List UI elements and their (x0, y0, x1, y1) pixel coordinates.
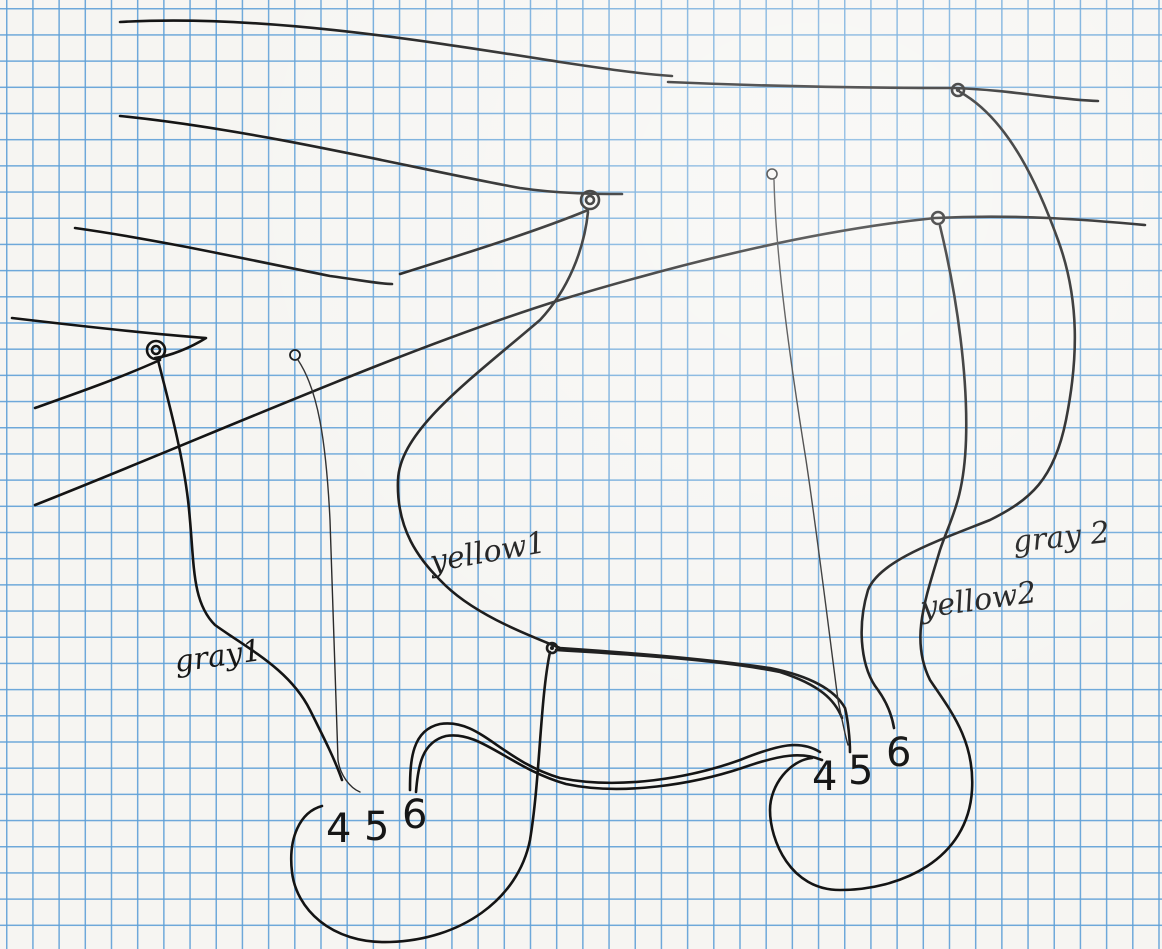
label-gray2: gray 2 (1011, 515, 1111, 560)
wire-thin-right (773, 179, 849, 746)
right-pin-4: 4 (812, 754, 837, 800)
right-pin-6: 6 (886, 730, 911, 776)
upper-line-c (118, 114, 624, 196)
wire-gray2 (860, 90, 1077, 730)
left-pin-6: 6 (402, 792, 427, 838)
left-pin-5: 5 (364, 804, 389, 850)
node-small-left (289, 349, 301, 361)
wire-gray1 (156, 358, 344, 782)
top-line-a (118, 19, 674, 78)
wire-yellow1 (396, 210, 852, 754)
top-line-b (666, 80, 1100, 103)
node-upper-middle (579, 189, 601, 211)
upper-line-e (398, 208, 590, 276)
label-yellow1: yellow1 (425, 525, 548, 580)
label-yellow2: yellow2 (916, 575, 1038, 626)
wire-bridge-6-to-4 (408, 722, 822, 792)
wire-bridge-6-to-4-second (414, 734, 824, 794)
left-pin-4: 4 (326, 806, 351, 852)
node-left (145, 339, 167, 361)
node-small-top (766, 168, 778, 180)
wire-center-to-right (554, 648, 844, 720)
label-gray1: gray1 (172, 633, 263, 680)
right-pin-5: 5 (848, 748, 873, 794)
left-line-f (10, 316, 208, 360)
node-right-crossing (930, 210, 946, 226)
wire-yellow2 (768, 224, 974, 892)
left-line-g (33, 358, 162, 410)
wire-thin-left (297, 359, 361, 793)
long-diagonal-line (33, 215, 1147, 507)
upper-line-d (73, 226, 394, 286)
